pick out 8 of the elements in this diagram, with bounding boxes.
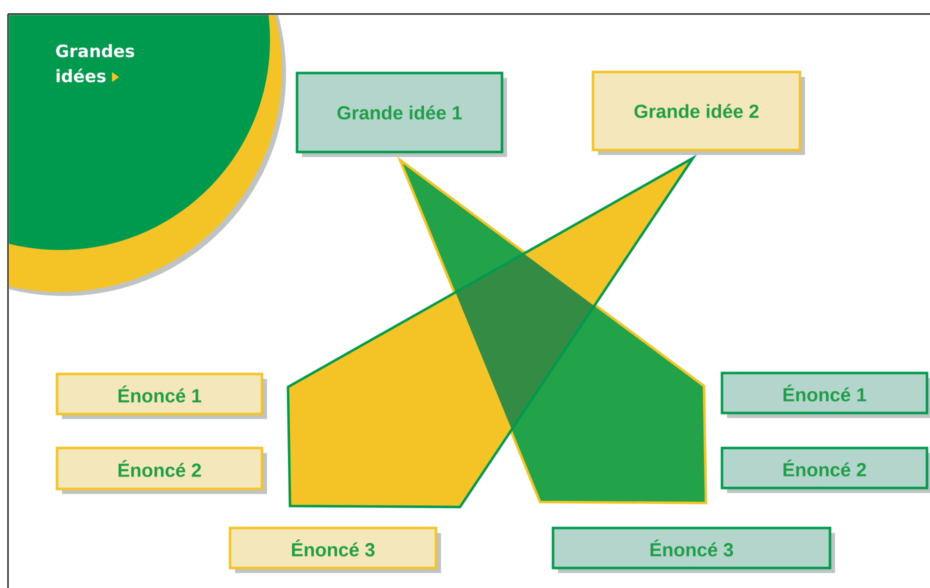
statement-box: Énoncé 3 (228, 526, 441, 573)
statement-box: Énoncé 2 (56, 446, 267, 494)
statement-box: Grande idée 1 (296, 72, 507, 157)
statement-box: Grande idée 2 (592, 70, 805, 155)
statement-box: Énoncé 2 (720, 446, 930, 493)
statement-box: Énoncé 1 (56, 372, 267, 419)
statement-box: Énoncé 3 (552, 526, 835, 573)
statement-box: Énoncé 1 (720, 372, 930, 418)
